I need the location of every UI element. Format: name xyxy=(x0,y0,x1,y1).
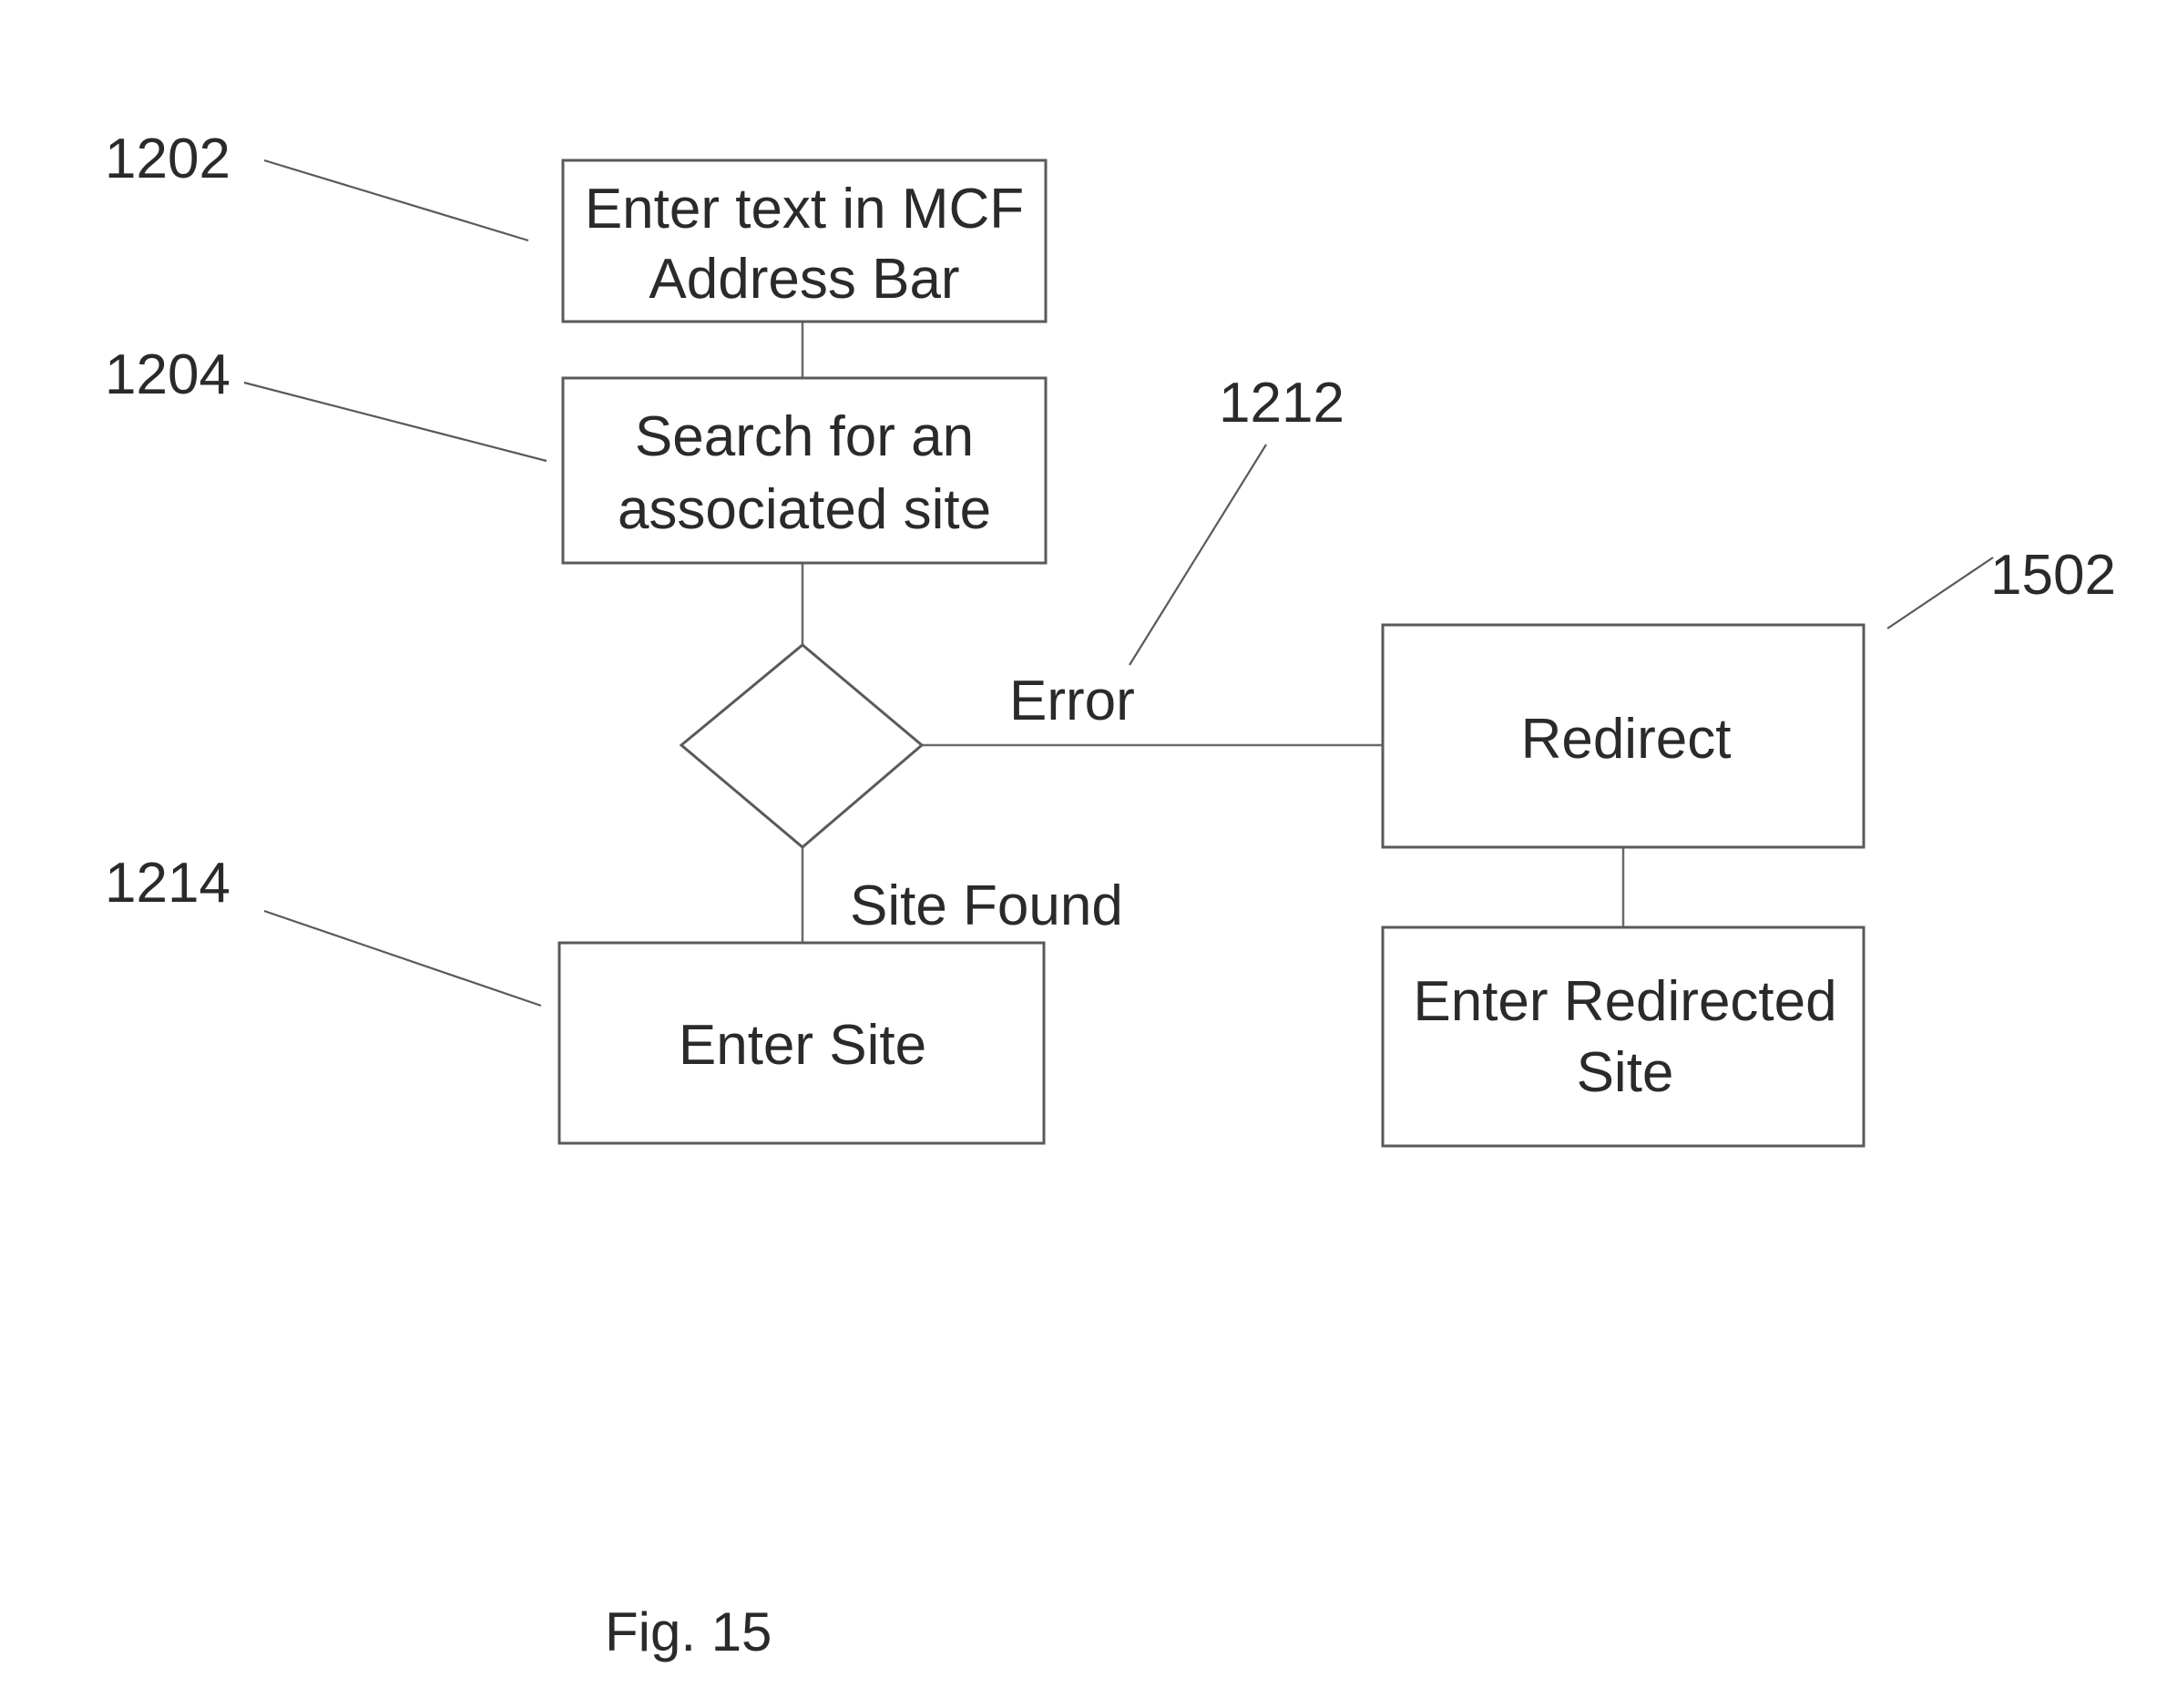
ref-1214: 1214 xyxy=(105,852,230,915)
figure-caption: Fig. 15 xyxy=(605,1601,772,1662)
leader-1214 xyxy=(264,911,541,1006)
site-found-edge-label: Site Found xyxy=(850,874,1123,937)
leader-1204 xyxy=(244,383,547,461)
ref-1202: 1202 xyxy=(105,128,230,190)
leader-1212 xyxy=(1130,445,1266,665)
search-label-line1: Search for an xyxy=(635,405,974,468)
enter-redirected-label-line1: Enter Redirected xyxy=(1413,970,1836,1033)
ref-1212: 1212 xyxy=(1219,372,1344,435)
enter-text-label-line1: Enter text in MCF xyxy=(585,178,1024,240)
leader-1202 xyxy=(264,160,528,240)
ref-1502: 1502 xyxy=(1990,544,2116,607)
ref-1204: 1204 xyxy=(105,343,230,406)
enter-site-label: Enter Site xyxy=(679,1014,926,1077)
enter-redirected-label-line2: Site xyxy=(1577,1041,1674,1104)
search-label-line2: associated site xyxy=(618,478,991,541)
leader-1502 xyxy=(1887,557,1993,629)
enter-redirected-site-box xyxy=(1383,927,1864,1146)
enter-text-label-line2: Address Bar xyxy=(649,248,959,311)
decision-diamond xyxy=(681,645,922,847)
error-edge-label: Error xyxy=(1009,670,1135,732)
redirect-label: Redirect xyxy=(1521,708,1732,771)
